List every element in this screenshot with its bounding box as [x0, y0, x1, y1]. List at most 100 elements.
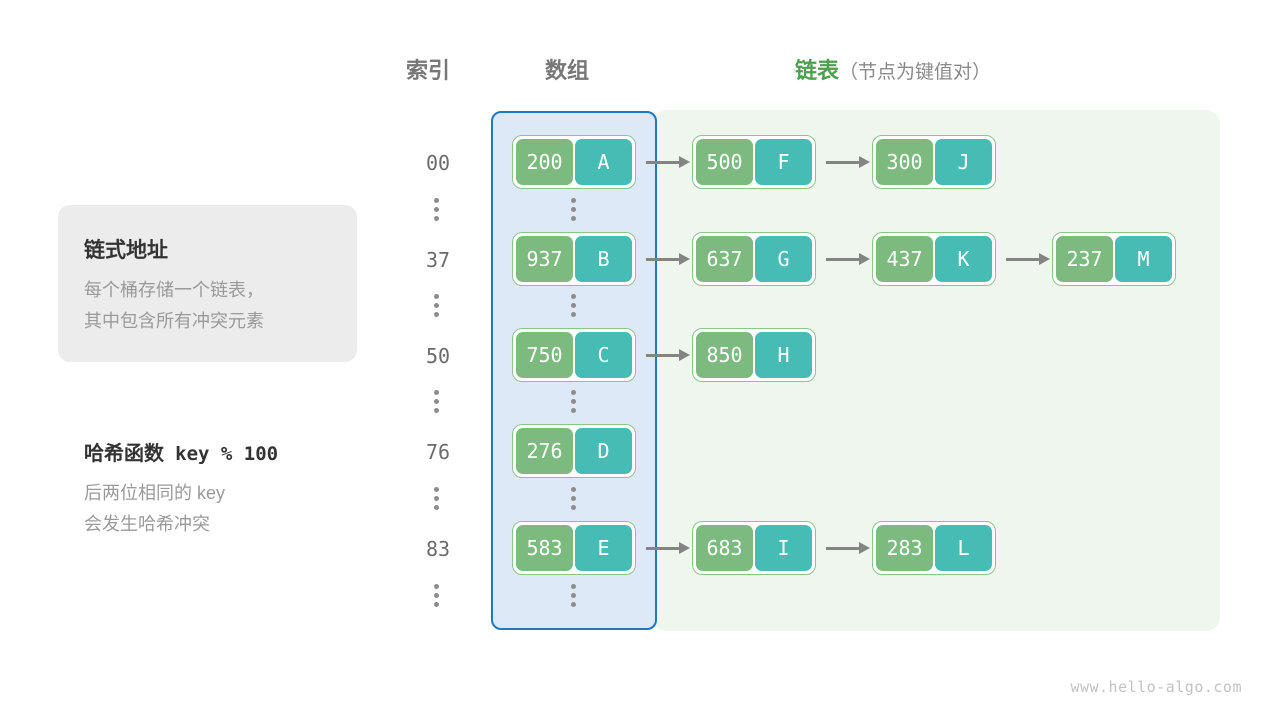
- row-index-label: 00: [425, 151, 451, 175]
- arrow-shaft: [646, 160, 679, 164]
- index-ellipsis: [434, 294, 439, 317]
- hash-function-label: 哈希函数: [84, 443, 164, 465]
- ellipsis-dot: [434, 584, 439, 589]
- ellipsis-dot: [571, 216, 576, 221]
- node-value: F: [755, 139, 812, 185]
- index-ellipsis: [434, 584, 439, 607]
- arrow-shaft: [826, 160, 859, 164]
- ellipsis-dot: [434, 294, 439, 299]
- row-index-label: 37: [425, 248, 451, 272]
- ellipsis-dot: [434, 602, 439, 607]
- arrow-head: [679, 542, 690, 554]
- hash-function-formula: key % 100: [175, 443, 279, 465]
- chain-arrow: [826, 539, 870, 557]
- ellipsis-dot: [434, 399, 439, 404]
- ellipsis-dot: [571, 487, 576, 492]
- ellipsis-dot: [434, 487, 439, 492]
- arrow-shaft: [826, 257, 859, 261]
- chain-arrow: [646, 346, 690, 364]
- ellipsis-dot: [434, 198, 439, 203]
- row-index-label: 76: [425, 440, 451, 464]
- ellipsis-dot: [571, 505, 576, 510]
- node-value: M: [1115, 236, 1172, 282]
- array-ellipsis: [571, 390, 576, 413]
- index-ellipsis: [434, 390, 439, 413]
- info-card-body: 每个桶存储一个链表， 其中包含所有冲突元素: [84, 280, 264, 331]
- node-key: 200: [516, 139, 573, 185]
- ellipsis-dot: [434, 505, 439, 510]
- arrow-head: [679, 253, 690, 265]
- chain-arrow: [646, 250, 690, 268]
- ellipsis-dot: [571, 593, 576, 598]
- array-ellipsis: [571, 584, 576, 607]
- array-ellipsis: [571, 294, 576, 317]
- arrow-head: [679, 156, 690, 168]
- node-value: C: [575, 332, 632, 378]
- chain-arrow: [826, 250, 870, 268]
- ellipsis-dot: [571, 312, 576, 317]
- watermark: www.hello-algo.com: [1070, 678, 1242, 696]
- chain-arrow: [646, 539, 690, 557]
- arrow-shaft: [826, 546, 859, 550]
- chain-arrow: [646, 153, 690, 171]
- node-value: G: [755, 236, 812, 282]
- node-key: 276: [516, 428, 573, 474]
- arrow-head: [859, 253, 870, 265]
- hash-function-title: 哈希函数 key % 100: [84, 437, 278, 466]
- node-key: 750: [516, 332, 573, 378]
- info-card-title: 链式地址: [84, 239, 168, 262]
- row-index-label: 50: [425, 344, 451, 368]
- row-index-label: 83: [425, 537, 451, 561]
- node-value: B: [575, 236, 632, 282]
- node-key: 500: [696, 139, 753, 185]
- ellipsis-dot: [571, 584, 576, 589]
- ellipsis-dot: [434, 303, 439, 308]
- arrow-shaft: [646, 257, 679, 261]
- arrow-head: [859, 542, 870, 554]
- ellipsis-dot: [571, 602, 576, 607]
- header-index: 索引: [406, 58, 451, 83]
- index-ellipsis: [434, 198, 439, 221]
- node-value: I: [755, 525, 812, 571]
- ellipsis-dot: [434, 216, 439, 221]
- ellipsis-dot: [571, 207, 576, 212]
- ellipsis-dot: [434, 312, 439, 317]
- hash-function-body: 后两位相同的 key 会发生哈希冲突: [84, 483, 226, 534]
- ellipsis-dot: [434, 496, 439, 501]
- array-ellipsis: [571, 198, 576, 221]
- node-key: 583: [516, 525, 573, 571]
- header-linked-list-sub: （节点为键值对）: [839, 62, 992, 83]
- node-key: 683: [696, 525, 753, 571]
- chain-arrow: [1006, 250, 1050, 268]
- node-value: E: [575, 525, 632, 571]
- arrow-shaft: [1006, 257, 1039, 261]
- header-linked-list-main: 链表: [795, 58, 840, 83]
- arrow-shaft: [646, 353, 679, 357]
- node-value: J: [935, 139, 992, 185]
- index-ellipsis: [434, 487, 439, 510]
- node-value: A: [575, 139, 632, 185]
- arrow-head: [1039, 253, 1050, 265]
- node-key: 237: [1056, 236, 1113, 282]
- ellipsis-dot: [434, 408, 439, 413]
- node-key: 437: [876, 236, 933, 282]
- node-value: K: [935, 236, 992, 282]
- node-key: 850: [696, 332, 753, 378]
- node-key: 637: [696, 236, 753, 282]
- header-array: 数组: [545, 58, 590, 83]
- ellipsis-dot: [571, 198, 576, 203]
- arrow-head: [859, 156, 870, 168]
- node-key: 300: [876, 139, 933, 185]
